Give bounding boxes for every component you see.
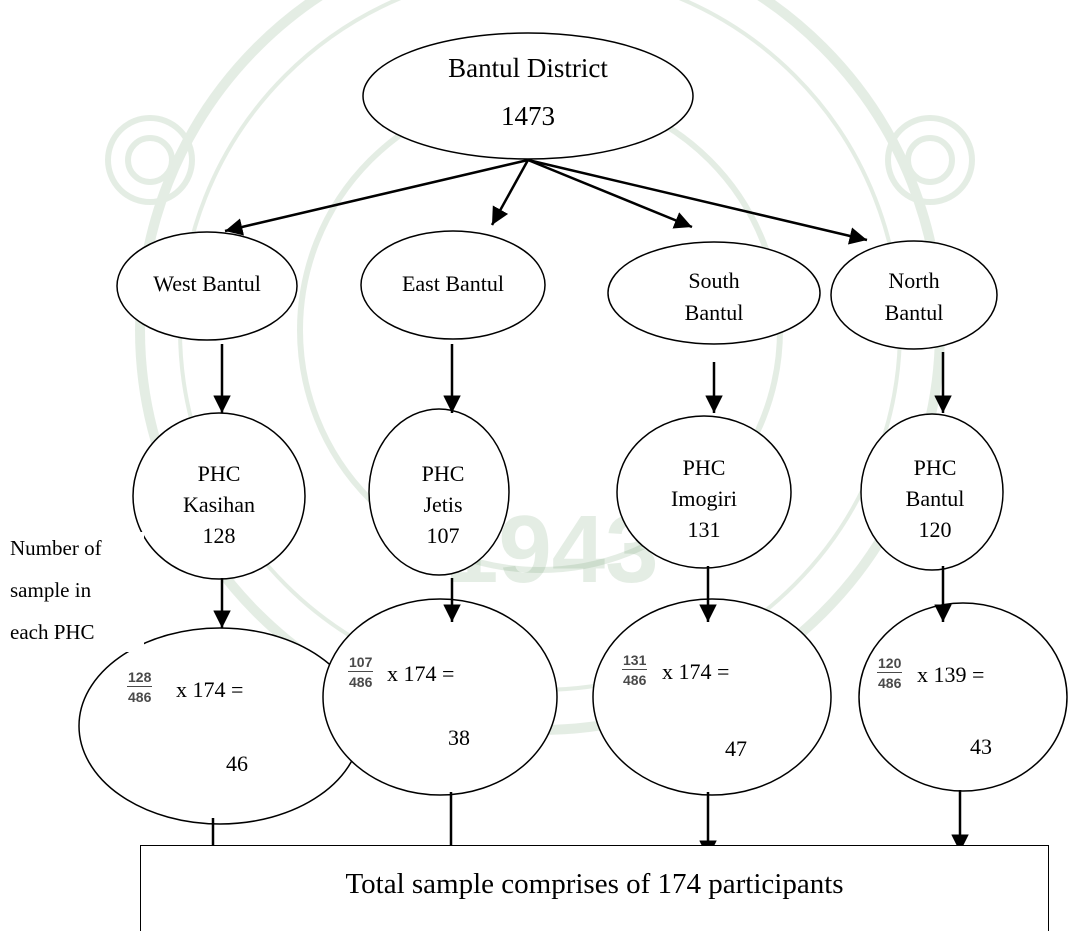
phc-value: 128 <box>202 523 236 548</box>
sample-node-imogiri <box>592 598 832 796</box>
fraction-numerator: 107 <box>348 654 374 672</box>
phc-name: Imogiri <box>671 486 737 511</box>
arrow-root-west <box>224 158 529 236</box>
arrow-root-east <box>490 159 530 226</box>
region-node-east <box>360 230 546 340</box>
root-label: Bantul District <box>448 53 608 83</box>
side-label-line: Number of <box>10 536 102 560</box>
root-node <box>362 32 694 160</box>
sample-node-kasihan <box>78 627 362 825</box>
region-node-north <box>830 240 998 350</box>
phc-label: PHC <box>682 455 726 480</box>
fraction-denominator: 486 <box>878 675 902 691</box>
sample-multiplier: x 174 = <box>387 661 455 686</box>
sample-result: 43 <box>970 734 992 759</box>
phc-name: Kasihan <box>182 492 256 517</box>
sample-multiplier: x 174 = <box>176 677 244 702</box>
fraction-denominator: 486 <box>623 672 647 688</box>
fraction-numerator: 120 <box>877 655 903 673</box>
sample-result: 47 <box>725 736 747 761</box>
root-value: 1473 <box>501 101 555 131</box>
region-label: West Bantul <box>153 271 261 296</box>
fraction-denominator: 486 <box>349 674 373 690</box>
region-label: Bantul <box>884 300 944 325</box>
phc-value: 131 <box>687 517 721 542</box>
phc-name: Jetis <box>423 492 463 517</box>
phc-value: 120 <box>918 517 952 542</box>
sample-fraction: 128 486 <box>127 669 153 705</box>
phc-node-kasihan <box>132 412 306 580</box>
region-node-south <box>607 241 821 345</box>
arrow-root-south <box>527 158 693 229</box>
phc-node-jetis <box>368 408 510 576</box>
region-label: South <box>688 268 740 293</box>
fraction-numerator: 128 <box>127 669 153 687</box>
sample-fraction: 107 486 <box>348 654 374 690</box>
fraction-denominator: 486 <box>128 689 152 705</box>
region-node-west <box>116 231 298 341</box>
sample-multiplier: x 174 = <box>662 659 730 684</box>
region-label: Bantul <box>684 300 744 325</box>
phc-name: Bantul <box>905 486 965 511</box>
phc-node-imogiri <box>616 415 792 569</box>
sample-node-bantul <box>858 602 1068 792</box>
sample-fraction: 131 486 <box>622 652 648 688</box>
sample-fraction: 120 486 <box>877 655 903 691</box>
phc-node-bantul <box>860 413 1004 571</box>
fraction-numerator: 131 <box>622 652 648 670</box>
region-label: East Bantul <box>401 271 505 296</box>
sample-result: 38 <box>448 725 470 750</box>
sample-result: 46 <box>226 751 248 776</box>
total-label: Total sample comprises of 174 participan… <box>345 868 844 900</box>
region-label: North <box>888 268 940 293</box>
sample-multiplier: x 139 = <box>917 662 985 687</box>
side-label-line: sample in <box>10 578 92 602</box>
phc-value: 107 <box>426 523 460 548</box>
arrow-root-north <box>527 158 868 245</box>
sample-node-jetis <box>322 598 558 796</box>
phc-label: PHC <box>913 455 957 480</box>
total-box: Total sample comprises of 174 participan… <box>140 845 1049 931</box>
phc-label: PHC <box>197 461 241 486</box>
side-label-line: each PHC <box>10 620 95 644</box>
phc-label: PHC <box>421 461 465 486</box>
